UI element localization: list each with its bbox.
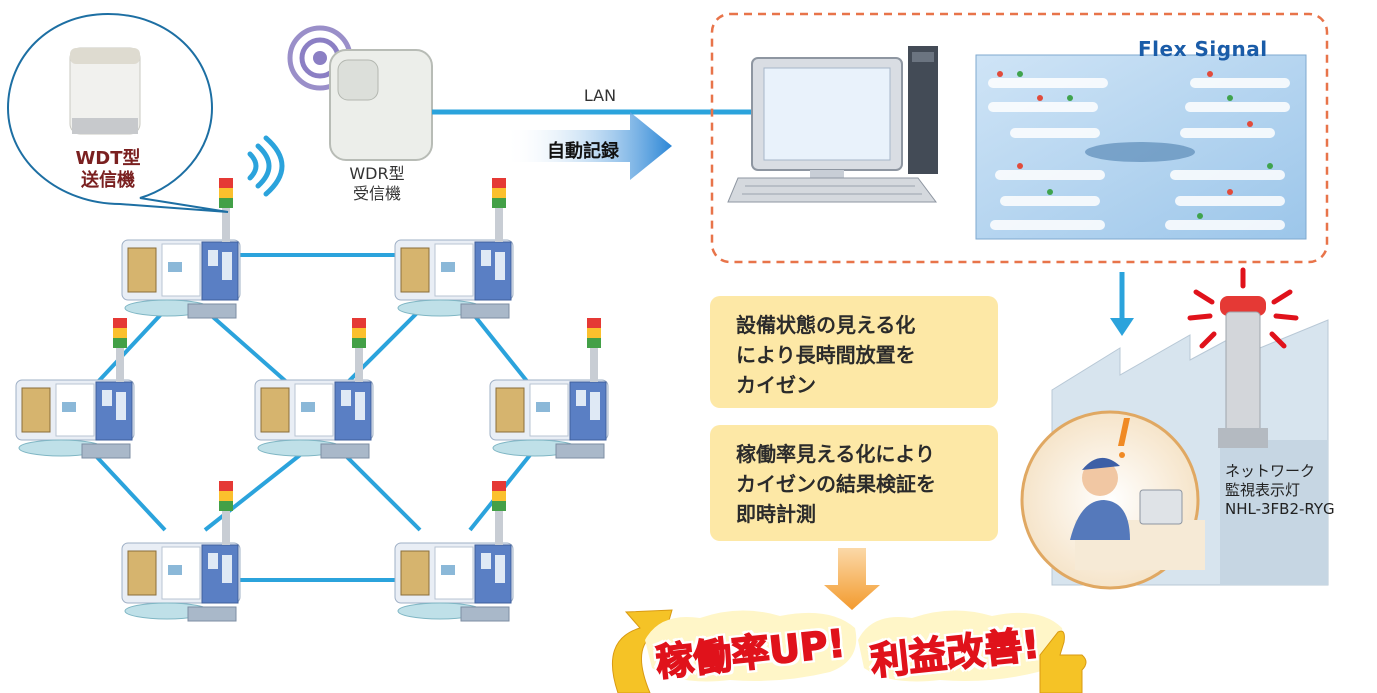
benefit-2-line3: 即時計測 [736,502,816,526]
benefit-1-line3: カイゼン [736,373,816,397]
software-dashed-frame [710,12,1329,264]
wdr-receiver-label: WDR型 受信機 [322,164,432,204]
benefit-1-line1: 設備状態の見える化 [736,313,916,337]
wdt-label-line2: 送信機 [81,170,135,191]
network-light-model: NHL-3FB2-RYG [1225,500,1335,518]
wdr-receiver-device [287,25,433,161]
machine-network-links [93,253,532,582]
network-light-line1: ネットワーク [1225,462,1316,480]
banner-cloud-1 [645,610,857,682]
benefit-box-visibility: 設備状態の見える化 により長時間放置を カイゼン [710,296,998,408]
result-down-arrow [824,548,880,610]
wdt-sensor-label: WDT型 送信機 [48,148,168,192]
wdt-callout-bubble [6,12,229,213]
machine-tool-icon [394,480,514,622]
auto-record-label: 自動記録 [547,141,619,162]
machine-tool-icon [489,317,609,459]
down-arrow-head [1110,318,1134,336]
lan-label: LAN [583,86,617,105]
benefit-box-utilization: 稼働率見える化により カイゼンの結果検証を 即時計測 [710,425,998,541]
pc-computer-icon [727,46,938,203]
thumbs-up-icon [1039,630,1087,693]
benefit-2-line1: 稼働率見える化により [736,442,935,466]
flex-signal-brand-title: Flex Signal [1138,37,1268,61]
network-light-label: ネットワーク 監視表示灯 NHL-3FB2-RYG [1225,462,1375,519]
benefit-1-line2: により長時間放置を [736,343,916,367]
machine-tool-icon [254,317,374,459]
network-signal-light-icon [1187,267,1299,448]
wdr-label-line1: WDR型 [349,164,405,183]
network-light-line2: 監視表示灯 [1225,481,1301,499]
benefit-2-line2: カイゼンの結果検証を [736,472,936,496]
banner-cloud-2 [858,610,1063,682]
machine-tool-icon [15,317,135,459]
operator-monitoring-icon [1020,410,1205,590]
auto-record-arrow [505,112,672,180]
wdr-label-line2: 受信機 [352,184,401,203]
flex-signal-screenshot [975,54,1307,240]
wireless-signal-icon [247,135,285,197]
wdt-label-line1: WDT型 [75,148,141,169]
